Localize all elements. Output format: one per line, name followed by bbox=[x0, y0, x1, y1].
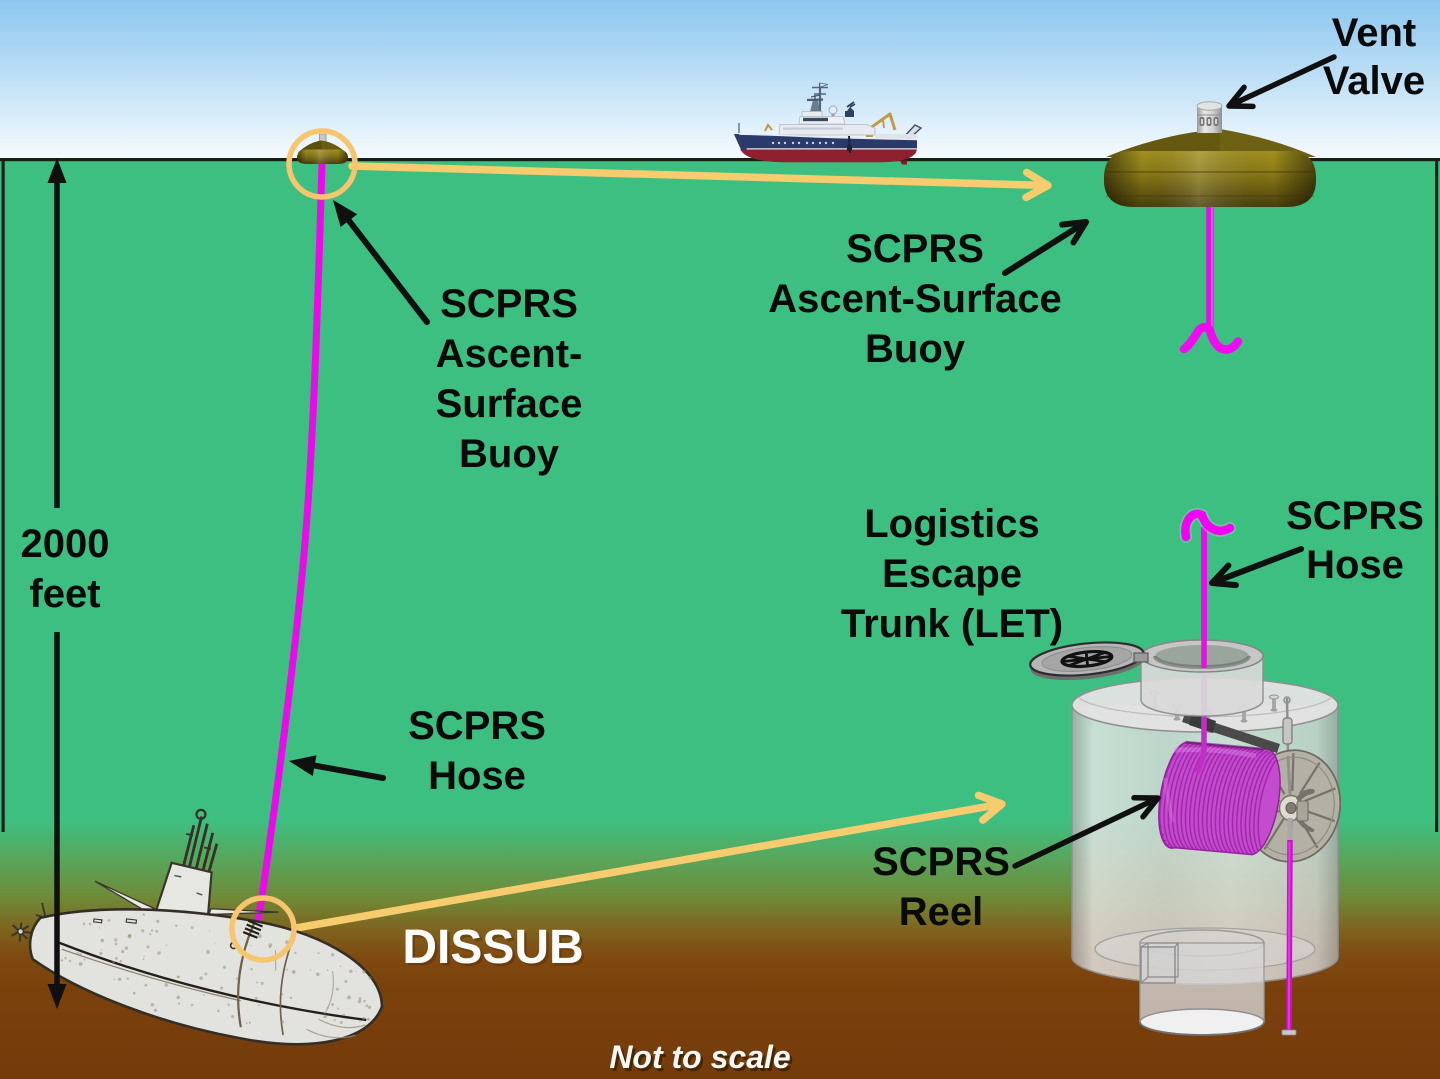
svg-text:Ascent-Surface: Ascent-Surface bbox=[768, 277, 1061, 321]
svg-text:Valve: Valve bbox=[1323, 59, 1425, 103]
svg-text:DISSUB: DISSUB bbox=[402, 921, 583, 974]
svg-text:Vent: Vent bbox=[1332, 11, 1416, 55]
svg-text:Ascent-: Ascent- bbox=[436, 332, 583, 376]
svg-text:Surface: Surface bbox=[436, 382, 583, 426]
svg-text:Not to scale: Not to scale bbox=[609, 1039, 790, 1075]
svg-text:Hose: Hose bbox=[428, 754, 526, 798]
svg-text:DISSUB: DISSUB bbox=[405, 924, 586, 977]
svg-text:SCPRS: SCPRS bbox=[872, 840, 1010, 884]
svg-text:feet: feet bbox=[29, 572, 100, 616]
svg-text:Trunk (LET): Trunk (LET) bbox=[841, 602, 1063, 646]
svg-text:Buoy: Buoy bbox=[459, 432, 560, 476]
svg-text:SCPRS: SCPRS bbox=[846, 227, 984, 271]
svg-text:SCPRS: SCPRS bbox=[408, 704, 546, 748]
svg-text:Reel: Reel bbox=[899, 890, 984, 934]
svg-text:Logistics: Logistics bbox=[864, 502, 1040, 546]
svg-text:SCPRS: SCPRS bbox=[1286, 494, 1424, 538]
svg-text:Buoy: Buoy bbox=[865, 327, 966, 371]
svg-text:Escape: Escape bbox=[882, 552, 1022, 596]
svg-text:Not to scale: Not to scale bbox=[612, 1042, 793, 1078]
svg-text:Hose: Hose bbox=[1306, 543, 1404, 587]
svg-text:SCPRS: SCPRS bbox=[440, 282, 578, 326]
svg-text:2000: 2000 bbox=[21, 522, 110, 566]
